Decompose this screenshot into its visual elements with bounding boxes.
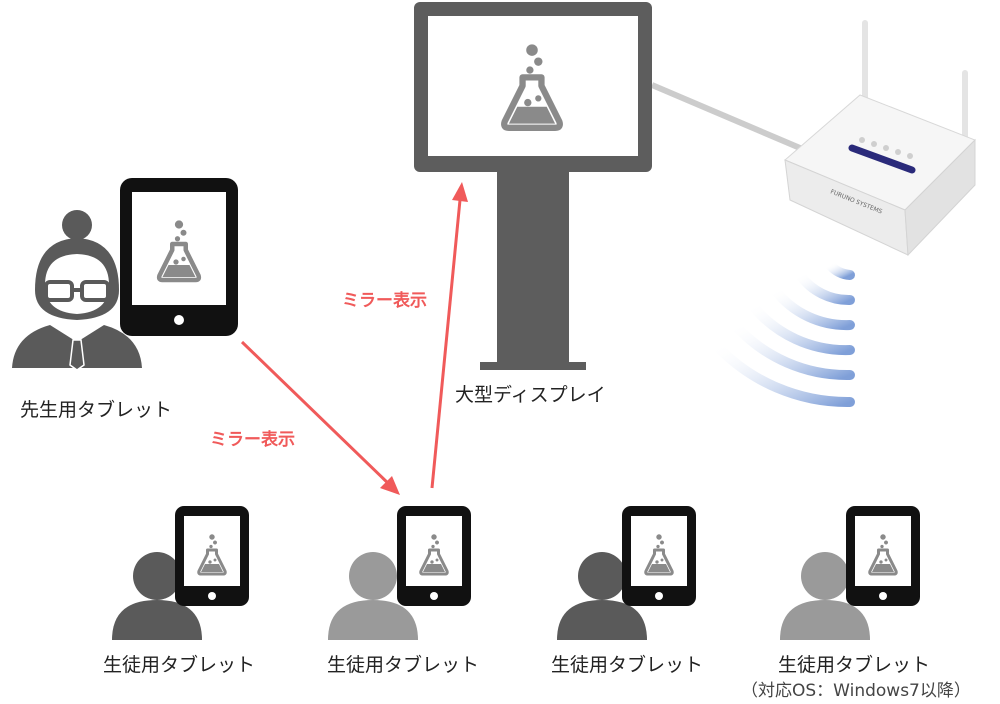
os-footnote: （対応OS：Windows7以降）: [741, 681, 971, 701]
mirror-label-display: ミラー表示: [342, 291, 427, 311]
mirror-arrow-student-to-display: [430, 182, 468, 489]
wifi-router-icon: FURUNO SYSTEMS: [784, 20, 976, 257]
network-cable: [650, 82, 802, 151]
large-display: [414, 2, 652, 370]
student-4-label: 生徒用タブレット: [778, 654, 931, 676]
student-1: [112, 506, 249, 640]
teacher-person-icon: [12, 210, 142, 371]
mirror-arrow-teacher-to-student: [240, 340, 400, 495]
wifi-signal-icon: [711, 260, 855, 408]
student-2: [328, 506, 471, 640]
teacher-tablet-label: 先生用タブレット: [20, 399, 173, 421]
teacher-tablet: [120, 178, 238, 336]
student-3-label: 生徒用タブレット: [551, 654, 704, 676]
mirror-label-teacher: ミラー表示: [210, 430, 295, 450]
student-2-label: 生徒用タブレット: [327, 654, 480, 676]
student-4: [780, 506, 920, 640]
display-label: 大型ディスプレイ: [455, 384, 606, 406]
student-1-label: 生徒用タブレット: [103, 654, 256, 676]
student-3: [557, 506, 696, 640]
